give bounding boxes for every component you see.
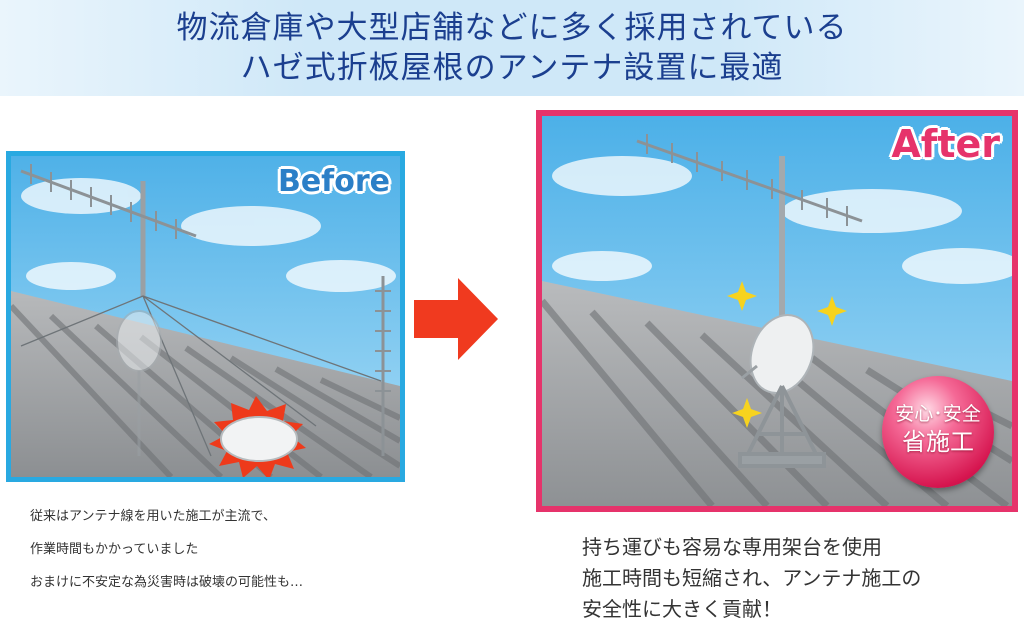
satellite-dish — [741, 314, 815, 394]
badge-line-2: 省施工 — [902, 428, 974, 456]
antenna-stand — [738, 385, 826, 468]
before-caption: 従来はアンテナ線を用いた施工が主流で、 作業時間もかかっていました おまけに不安… — [30, 500, 410, 599]
after-panel: After 安心･安全 省施工 — [536, 110, 1018, 512]
before-label: Before — [277, 164, 390, 199]
new-antenna — [636, 134, 863, 336]
badge-line-1: 安心･安全 — [895, 403, 981, 425]
danger-burst — [209, 396, 306, 477]
side-antenna — [375, 276, 391, 456]
after-caption-line: 持ち運びも容易な専用架台を使用 — [582, 535, 882, 559]
after-label: After — [891, 122, 1000, 166]
before-illustration — [11, 156, 400, 477]
header-banner: 物流倉庫や大型店舗などに多く採用されている ハゼ式折板屋根のアンテナ設置に最適 — [0, 0, 1024, 96]
old-antenna — [20, 164, 382, 457]
after-caption: 持ち運びも容易な専用架台を使用 施工時間も短縮され、アンテナ施工の 安全性に大き… — [582, 532, 1012, 625]
before-panel: Before — [6, 151, 405, 482]
headline-line-2: ハゼ式折板屋根のアンテナ設置に最適 — [240, 50, 784, 86]
headline-line-1: 物流倉庫や大型店舗などに多く採用されている — [176, 10, 848, 46]
before-caption-line: おまけに不安定な為災害時は破壊の可能性も… — [30, 575, 304, 590]
before-caption-line: 従来はアンテナ線を用いた施工が主流で、 — [30, 509, 276, 524]
faded-dish — [116, 310, 162, 456]
right-arrow-icon — [414, 278, 498, 360]
before-caption-line: 作業時間もかかっていました — [30, 542, 199, 557]
after-caption-line: 施工時間も短縮され、アンテナ施工の — [582, 566, 922, 590]
sparkles — [727, 281, 847, 428]
safety-badge: 安心･安全 省施工 — [882, 376, 994, 488]
after-caption-line: 安全性に大きく貢献！ — [582, 597, 782, 621]
